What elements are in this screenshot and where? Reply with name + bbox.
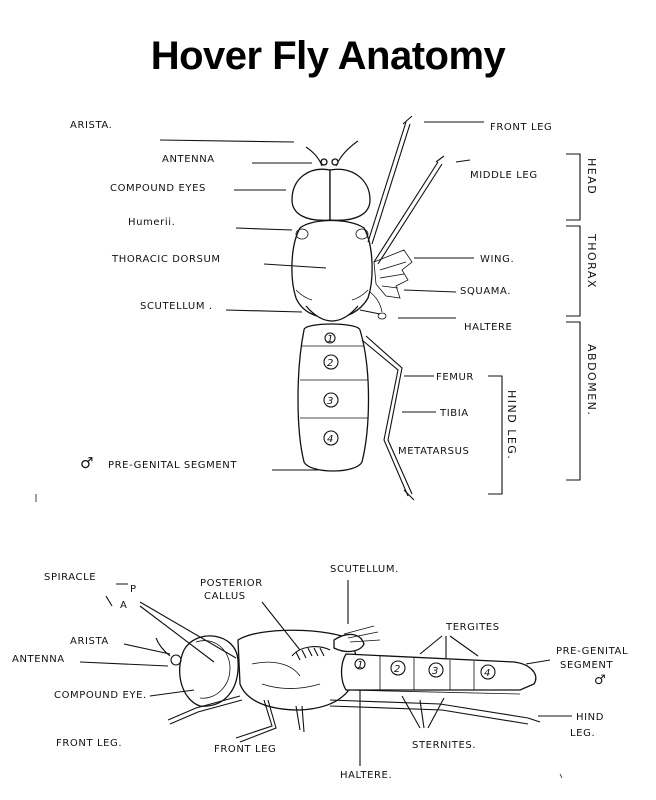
region-hind-leg: HIND LEG. [505,390,518,460]
label-arista: ARISTA. [70,120,112,131]
label-compound-eyes: COMPOUND EYES [110,183,206,194]
label-hind: HIND [576,712,604,723]
label-lateral-haltere: HALTERE. [340,770,392,781]
lateral-front-leg-2 [235,699,273,739]
lateral-wing-base [343,625,381,643]
lateral-posterior-callus [291,646,331,657]
male-symbol-icon: ♂ [80,454,94,472]
svg-text:1: 1 [357,660,363,671]
svg-text:4: 4 [327,434,333,445]
label-sternites: STERNITES. [412,740,476,751]
label-antenna: ANTENNA [162,154,215,165]
dorsal-middle-leg [373,161,439,263]
dorsal-segment-2: 2 [323,354,339,370]
label-pre-genital: PRE-GENITAL [556,646,628,657]
label-lateral-antenna: ANTENNA [12,654,65,665]
label-compound-eye: COMPOUND EYE. [54,690,147,701]
dorsal-compound-eye-left [291,168,331,221]
dorsal-antenna-right [335,140,359,167]
svg-text:3: 3 [327,396,333,407]
dorsal-thorax [291,219,373,319]
lateral-view: 1 2 3 4 SPIRA [12,564,628,781]
label-spiracle: SPIRACLE [44,572,96,583]
dorsal-segment-1: 1 [324,332,336,345]
svg-text:3: 3 [432,666,438,677]
lateral-arista [155,637,171,657]
label-humerii: Humerii. [128,217,175,228]
label-lateral-front-leg-1: FRONT LEG. [56,738,122,749]
dorsal-squama [369,291,383,313]
lateral-abdomen [340,653,537,691]
dorsal-notopleural-right [351,289,369,301]
label-haltere: HALTERE [464,322,512,333]
dorsal-view: 1 2 3 4 [35,115,598,502]
dorsal-segment-4: 4 [323,430,339,446]
region-head: HEAD [585,158,598,195]
bracket-head [566,153,581,221]
dorsal-haltere [359,309,381,315]
dorsal-antenna-base-left [320,158,328,166]
label-thoracic-dorsum: THORACIC DORSUM [111,254,221,265]
lateral-hind-leg [329,699,529,719]
label-lateral-scutellum: SCUTELLUM. [330,564,399,575]
label-tergites: TERGITES [445,622,500,633]
page-title: Hover Fly Anatomy [150,34,506,78]
label-metatarsus: METATARSUS [398,446,469,457]
label-front-leg: FRONT LEG [490,122,552,133]
svg-text:2: 2 [327,358,333,369]
lateral-head [179,635,239,707]
lateral-segment-2: 2 [390,660,406,676]
label-segment: SEGMENT [560,660,613,671]
dorsal-front-leg [367,121,407,243]
dorsal-antenna-base-right [331,158,339,166]
lateral-male-symbol-icon: ♂ [594,673,606,688]
label-pre-genital-segment: PRE-GENITAL SEGMENT [108,460,237,471]
dorsal-hind-leg [361,339,409,497]
lateral-antenna [170,654,182,666]
dorsal-humerus-left [295,228,309,240]
lateral-scutellum [333,633,365,653]
label-lateral-front-leg-2: FRONT LEG [214,744,276,755]
lateral-segment-3: 3 [428,662,444,678]
bracket-hind-leg [488,375,503,495]
label-scutellum: SCUTELLUM . [140,301,213,312]
label-femur: FEMUR [436,372,474,383]
region-abdomen: ABDOMEN. [585,344,598,416]
lateral-compound-eye [195,640,231,699]
lateral-front-leg-1 [167,695,241,721]
label-wing: WING. [480,254,514,265]
svg-text:1: 1 [327,334,333,345]
dorsal-humerus-right [355,228,369,240]
dorsal-segment-3: 3 [323,392,339,408]
label-middle-leg: MIDDLE LEG [470,170,538,181]
label-spiracle-a: A [120,600,127,611]
lateral-segment-1: 1 [354,658,366,671]
label-posterior: POSTERIOR [200,578,263,589]
svg-text:2: 2 [394,664,400,675]
label-tibia: TIBIA [439,408,469,419]
dorsal-compound-eye-right [329,168,371,221]
dorsal-abdomen [297,323,370,472]
bracket-abdomen [566,321,581,481]
dorsal-notopleural-left [295,289,313,301]
dorsal-scutellum [305,305,359,322]
bracket-thorax [566,225,581,317]
label-squama: SQUAMA. [460,286,511,297]
dorsal-wing [373,249,413,299]
region-thorax: THORAX [585,233,598,289]
lateral-segment-4: 4 [480,664,496,680]
label-hind-leg: LEG. [570,728,595,739]
label-callus: CALLUS [204,591,246,602]
label-spiracle-p: P [130,584,137,595]
label-lateral-arista: ARISTA [70,636,109,647]
svg-text:4: 4 [484,668,490,679]
